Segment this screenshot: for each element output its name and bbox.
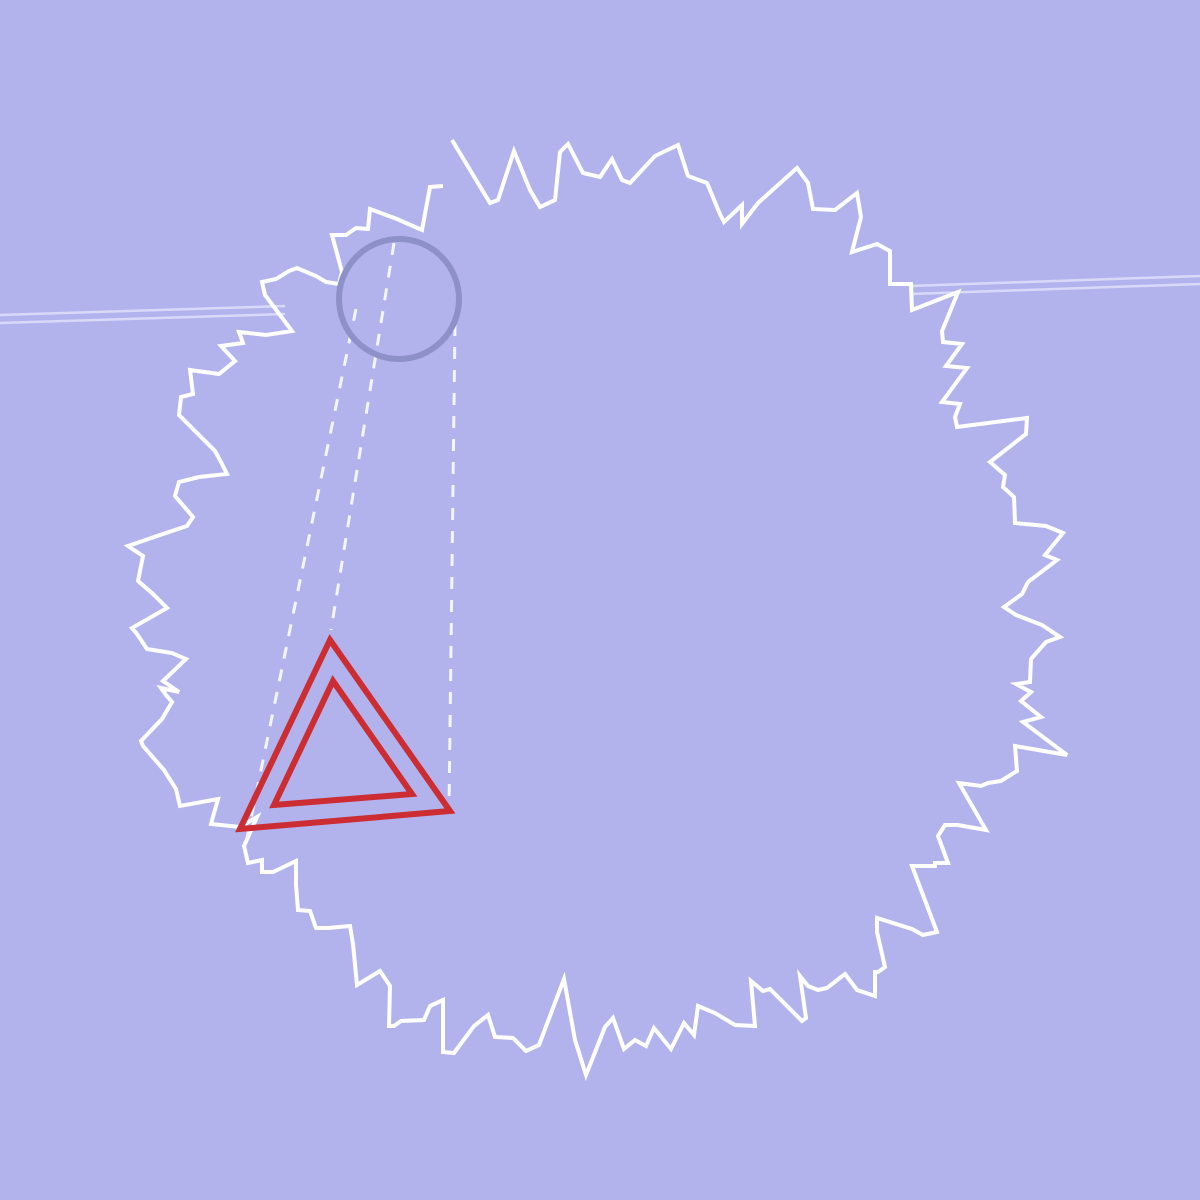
rail-left-lower [0, 312, 286, 325]
ship-outer-triangle [235, 634, 456, 833]
rail-left-upper [0, 304, 286, 317]
guide-line-center [329, 242, 396, 631]
ring-marker[interactable] [336, 236, 462, 362]
double-triangle-ship[interactable] [235, 634, 456, 833]
dashed-trajectory-guides [245, 242, 457, 839]
jagged-circular-boundary [123, 138, 1069, 1081]
rail-right-upper [909, 274, 1200, 288]
ship-inner-triangle [269, 675, 418, 809]
